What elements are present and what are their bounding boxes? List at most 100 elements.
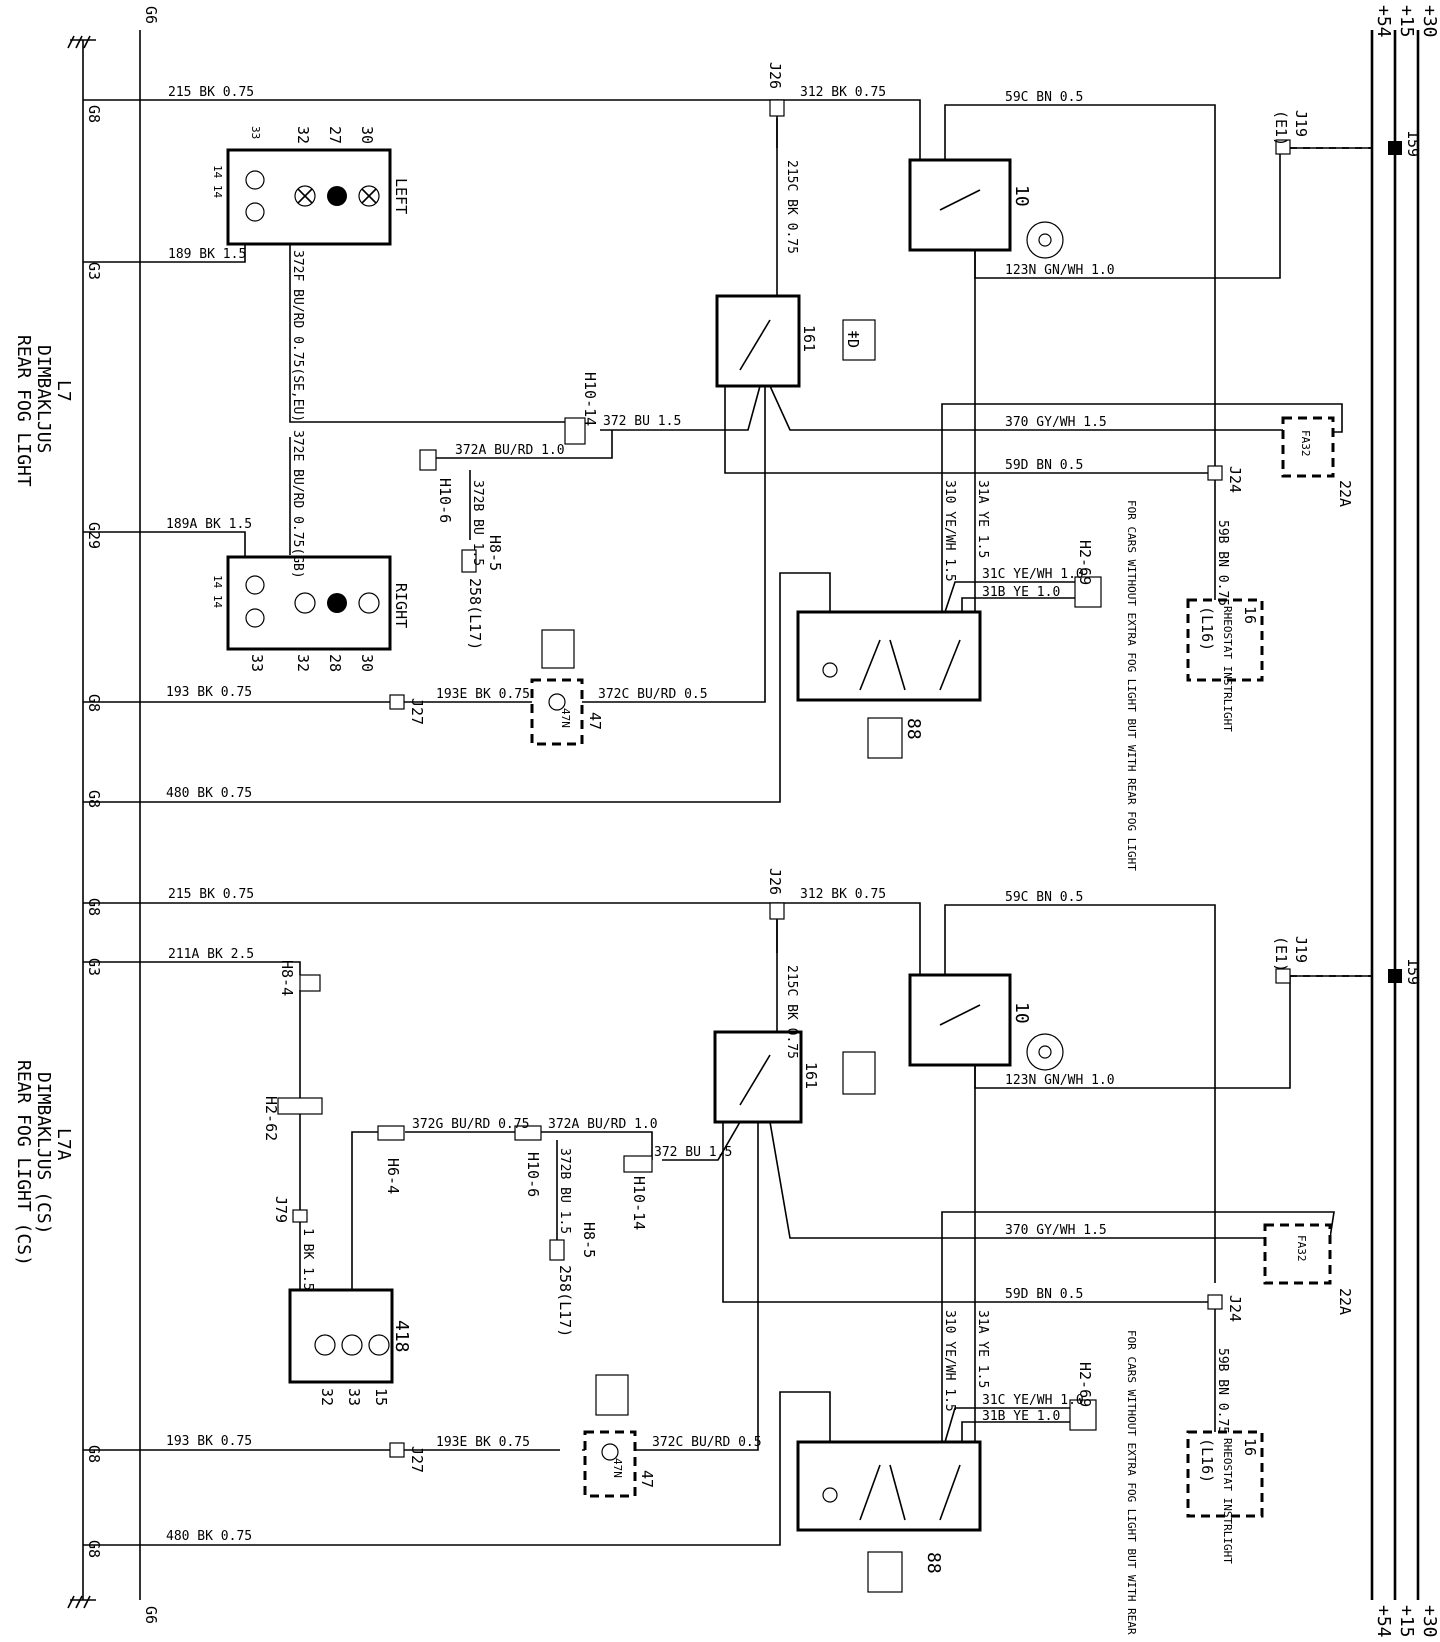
wire-label: 372 BU 1.5 bbox=[603, 414, 681, 429]
bulb-rating: 14 14 bbox=[211, 165, 224, 198]
section-code: L7 bbox=[53, 380, 74, 402]
lamp-label: 418 bbox=[391, 1320, 412, 1353]
rheostat-label: RHEOSTAT INSTRLIGHT bbox=[1221, 606, 1234, 732]
wire-label: 31C YE/WH 1.0 bbox=[982, 567, 1084, 582]
lamp-pin-33: 33 bbox=[249, 126, 262, 139]
wire-label: 193 BK 0.75 bbox=[166, 1434, 252, 1449]
ground-tap: G8 bbox=[85, 1540, 103, 1558]
rheostat-ref: (L16) bbox=[1198, 606, 1216, 651]
svg-text:J26: J26 bbox=[766, 62, 784, 89]
lamp-pin-32: 32 bbox=[318, 1388, 336, 1406]
relay-161: 161 ǂD bbox=[715, 294, 876, 388]
indicator-number: 47 bbox=[638, 1470, 656, 1488]
ground-tap: G3 bbox=[85, 262, 103, 280]
rheostat-number: 16 bbox=[1241, 1438, 1259, 1456]
ground-tap: G8 bbox=[85, 1445, 103, 1463]
connector-h8-5: H8-5 258(L17) bbox=[461, 535, 504, 650]
wire-label: 215C BK 0.75 bbox=[784, 965, 799, 1059]
ignition-switch-10: 10 bbox=[908, 973, 1064, 1071]
rail-label-54: +54 bbox=[1373, 5, 1394, 38]
wire-label: 31B YE 1.0 bbox=[982, 1409, 1060, 1424]
lamp-pin-32: 32 bbox=[294, 126, 312, 144]
fog-switch-88: 88 bbox=[796, 610, 982, 759]
lamp-pin-27: 27 bbox=[326, 126, 344, 144]
ground-tap: G8 bbox=[85, 790, 103, 808]
indicator-number: 47 bbox=[586, 712, 604, 730]
wire-label: 372F BU/RD 0.75(SE,EU) bbox=[290, 250, 305, 422]
svg-text:159: 159 bbox=[1404, 130, 1422, 157]
wire-label: 189A BK 1.5 bbox=[166, 517, 252, 532]
wire-label: 1 BK 1.5 bbox=[300, 1228, 315, 1291]
svg-text:H10-14: H10-14 bbox=[630, 1176, 648, 1230]
rheostat-number: 16 bbox=[1241, 606, 1259, 624]
relay-number: 161 bbox=[802, 1062, 820, 1089]
ground-label-g6-top: G6 bbox=[142, 6, 160, 24]
switch-number: 10 bbox=[1011, 185, 1032, 207]
section-title-sv: DIMBAKLJUS bbox=[33, 345, 54, 453]
wire-label: 59C BN 0.5 bbox=[1005, 890, 1083, 905]
section-top-circuit: 33 32 27 30 LEFT 14 14 33 32 28 30 RIGHT… bbox=[83, 62, 1422, 871]
wire-label: 310 YE/WH 1.5 bbox=[942, 480, 957, 582]
wire-label: 480 BK 0.75 bbox=[166, 1529, 252, 1544]
rail-label-15-bottom: +15 bbox=[1396, 1605, 1417, 1638]
section-title-en: REAR FOG LIGHT bbox=[13, 335, 34, 487]
ground-rails: G6 G6 G8 G3 G29 G8 G8 G8 G3 G8 G8 bbox=[67, 6, 160, 1624]
wire-label: 480 BK 0.75 bbox=[166, 786, 252, 801]
svg-text:H8-5: H8-5 bbox=[486, 535, 504, 571]
ground-tap: G8 bbox=[85, 898, 103, 916]
wire-label: 59D BN 0.5 bbox=[1005, 1287, 1083, 1302]
rheostat-label: RHEOSTAT INSTRLIGHT bbox=[1221, 1438, 1234, 1564]
wire-label: 372A BU/RD 1.0 bbox=[455, 443, 565, 458]
connector-h6-4: H6-4 bbox=[377, 1125, 405, 1194]
wire-label: 31A YE 1.5 bbox=[975, 480, 990, 558]
rail-label-54-bottom: +54 bbox=[1373, 1605, 1394, 1638]
left-rear-lamp: 33 32 27 30 LEFT 14 14 bbox=[211, 126, 410, 246]
section-title-bottom: L7A DIMBAKLJUS (CS) REAR FOG LIGHT (CS) bbox=[13, 1060, 74, 1266]
svg-text:H10-6: H10-6 bbox=[436, 478, 454, 523]
fog-switch-88: 88 bbox=[796, 1440, 982, 1593]
svg-text:H6-4: H6-4 bbox=[384, 1158, 402, 1194]
indicator-label: 47N bbox=[559, 708, 572, 728]
svg-text:J24: J24 bbox=[1226, 1295, 1244, 1322]
wire-label: 31C YE/WH 1.0 bbox=[982, 1393, 1084, 1408]
fuse-number: 22A bbox=[1336, 480, 1354, 507]
connector-h8-5: H8-5 258(L17) bbox=[549, 1222, 598, 1337]
indicator-label: 47N bbox=[611, 1458, 624, 1478]
svg-text:H10-6: H10-6 bbox=[524, 1152, 542, 1197]
svg-text:J27: J27 bbox=[408, 698, 426, 725]
svg-text:J26: J26 bbox=[766, 868, 784, 895]
fuse-22a: FA32 22A bbox=[1281, 416, 1354, 507]
connector-j79: J79 bbox=[272, 1196, 308, 1223]
svg-text:258(L17): 258(L17) bbox=[556, 1265, 574, 1337]
wire-label: 372B BU 1.5 bbox=[470, 480, 485, 566]
note-text: FOR CARS WITHOUT EXTRA FOG LIGHT BUT WIT… bbox=[1125, 1330, 1138, 1642]
rheostat-ref: (L16) bbox=[1198, 1438, 1216, 1483]
section-bottom-circuit: 418 32 33 15 J26 J24 J27 J79 J19 (E1) bbox=[83, 868, 1422, 1642]
power-rails: +30 +15 +54 +30 +15 +54 bbox=[1370, 5, 1440, 1638]
ground-tap: G8 bbox=[85, 105, 103, 123]
wire-label: 193E BK 0.75 bbox=[436, 1435, 530, 1450]
wire-label: 59C BN 0.5 bbox=[1005, 90, 1083, 105]
wire-label: 31A YE 1.5 bbox=[975, 1310, 990, 1388]
wire-label: 59B BN 0.75 bbox=[1215, 1348, 1230, 1434]
wire-label: 193E BK 0.75 bbox=[436, 687, 530, 702]
ground-tap: G3 bbox=[85, 958, 103, 976]
wire-label: 215 BK 0.75 bbox=[168, 85, 254, 100]
lamp-pin-33: 33 bbox=[345, 1388, 363, 1406]
svg-text:J24: J24 bbox=[1226, 466, 1244, 493]
svg-text:J19: J19 bbox=[1292, 110, 1310, 137]
lamp-pin-28: 28 bbox=[326, 654, 344, 672]
wire-label: 372 BU 1.5 bbox=[654, 1145, 732, 1160]
connector-j24: J24 bbox=[1207, 1294, 1244, 1322]
switch-number: 10 bbox=[1011, 1002, 1032, 1024]
note-text: FOR CARS WITHOUT EXTRA FOG LIGHT BUT WIT… bbox=[1125, 500, 1138, 871]
rail-label-30: +30 bbox=[1419, 5, 1440, 38]
bulb-rating: 14 14 bbox=[211, 575, 224, 608]
svg-text:159: 159 bbox=[1404, 958, 1422, 985]
connector-h8-4: H8-4 bbox=[278, 960, 321, 996]
chassis-ground-icon bbox=[67, 35, 96, 49]
svg-text:H10-14: H10-14 bbox=[581, 372, 599, 426]
wire-label: 59B BN 0.75 bbox=[1215, 520, 1230, 606]
connector-h10-6: H10-6 bbox=[514, 1125, 542, 1197]
connector-j27: J27 bbox=[389, 694, 426, 725]
